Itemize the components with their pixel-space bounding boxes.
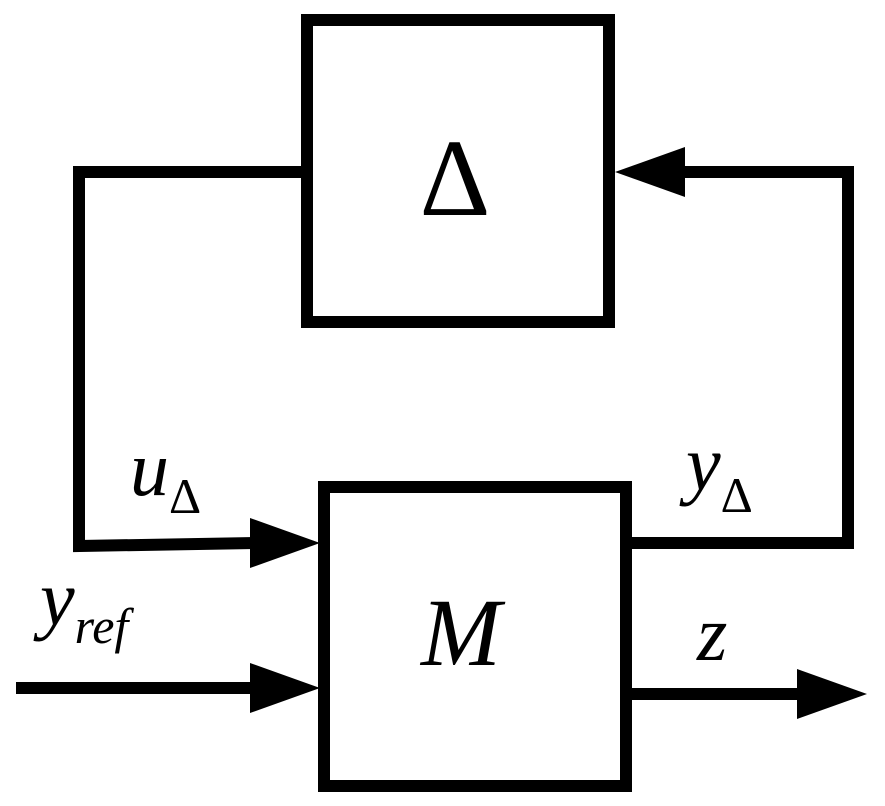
y-ref-label: yref bbox=[33, 555, 134, 654]
u-delta-label: uΔ bbox=[130, 425, 201, 524]
z-arrowhead bbox=[797, 669, 867, 719]
m-block bbox=[318, 481, 632, 792]
y-delta-arrowhead bbox=[615, 147, 685, 197]
y-delta-base: y bbox=[679, 420, 721, 507]
y-delta-wire bbox=[620, 166, 854, 549]
u-delta-subscript: Δ bbox=[169, 468, 201, 524]
u-delta-arrowhead bbox=[250, 518, 320, 568]
z-label: z bbox=[696, 590, 727, 677]
y-delta-subscript: Δ bbox=[721, 467, 753, 523]
y-delta-label: yΔ bbox=[679, 420, 753, 523]
y-ref-base: y bbox=[33, 555, 75, 642]
u-delta-wire bbox=[73, 166, 313, 553]
y-ref-subscript: ref bbox=[75, 598, 135, 654]
u-delta-base: u bbox=[130, 425, 169, 512]
y-ref-arrowhead bbox=[250, 663, 320, 713]
delta-block-label: Δ bbox=[420, 117, 491, 239]
m-block-label: M bbox=[419, 579, 506, 686]
